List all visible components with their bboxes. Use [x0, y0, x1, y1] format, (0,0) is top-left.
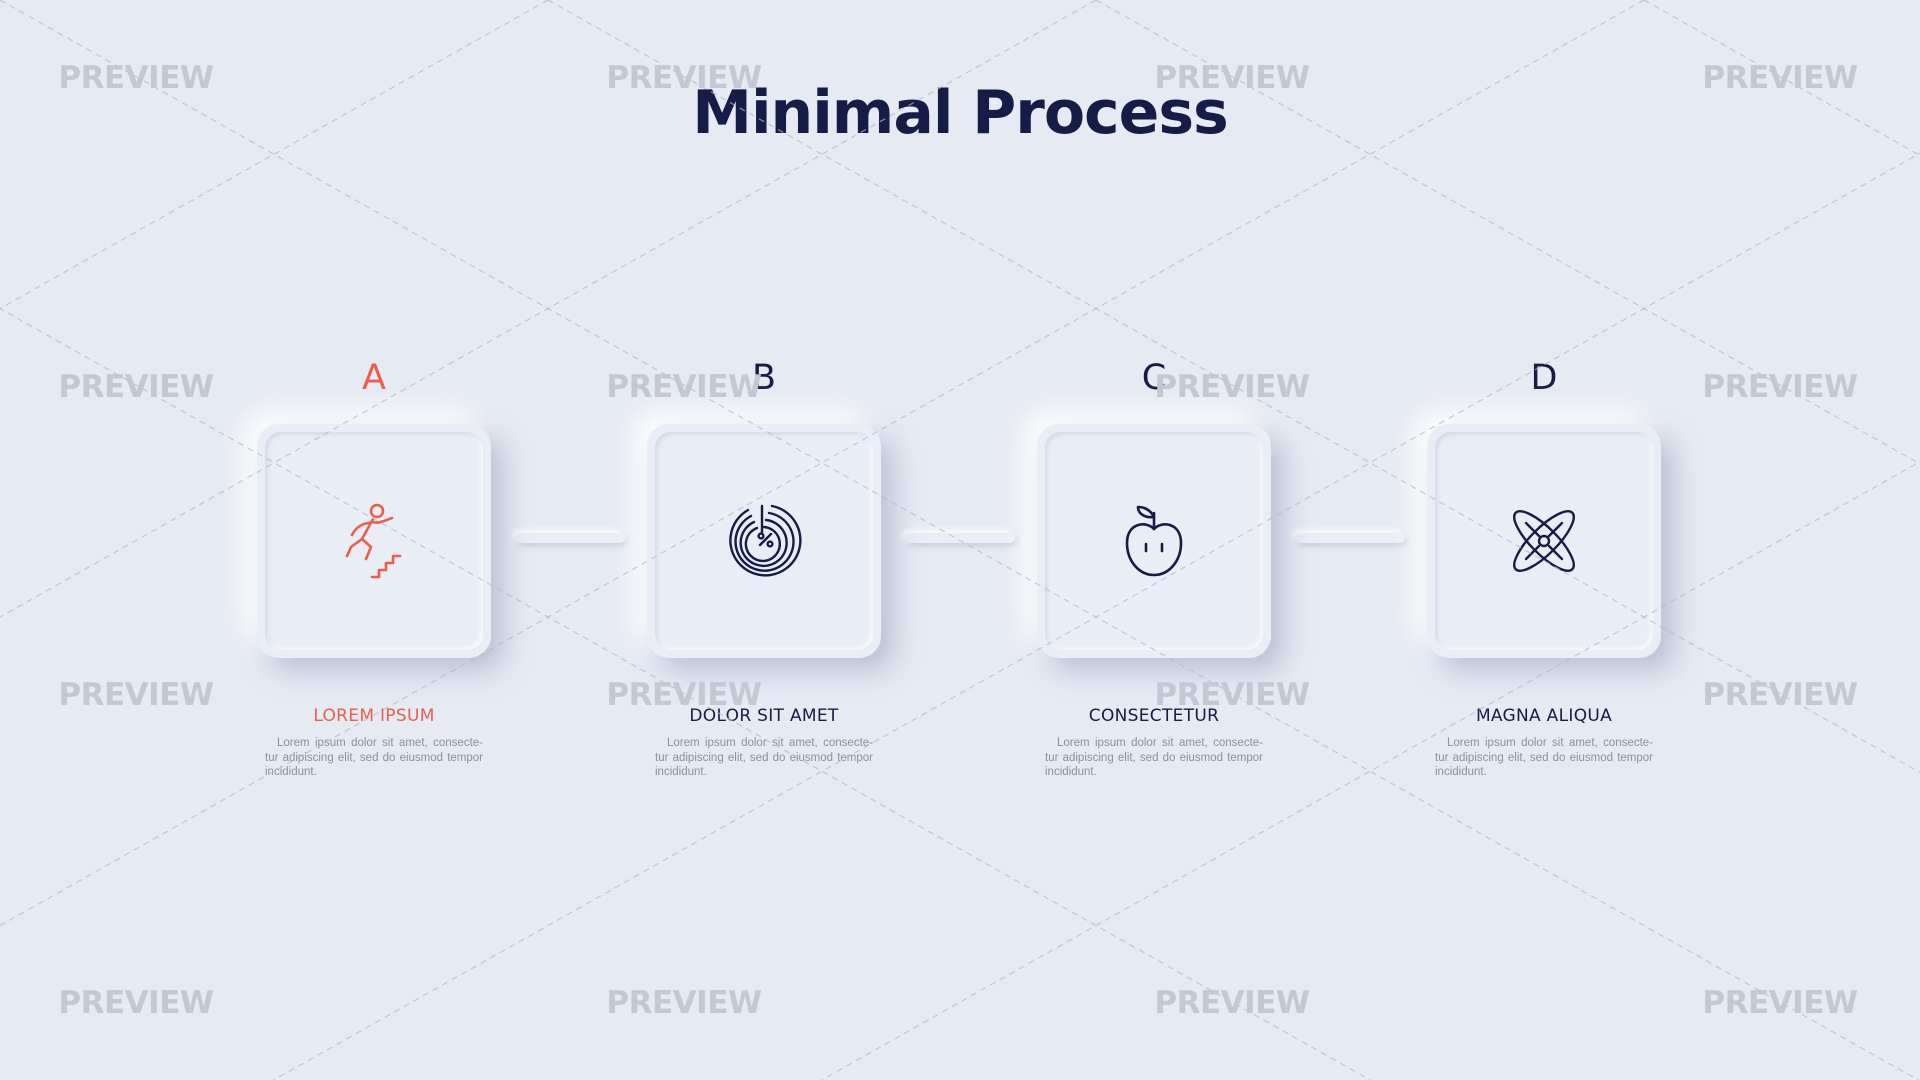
step-label: MAGNA ALIQUA [1475, 706, 1613, 726]
percent-target-icon [729, 504, 802, 577]
watermark-label: PREVIEW [58, 985, 213, 1021]
step-c: C CONSECTETUR Lorem ipsum dolor sit amet… [1004, 355, 1304, 780]
step-description: Lorem ipsum dolor sit amet, consecte-tur… [265, 737, 483, 778]
step-card[interactable] [1037, 424, 1271, 658]
watermark-label: PREVIEW [1702, 677, 1857, 713]
step-letter: D [1530, 358, 1558, 398]
step-description: Lorem ipsum dolor sit amet, consecte-tur… [1045, 737, 1263, 778]
watermark-label: PREVIEW [1702, 369, 1857, 405]
step-description: Lorem ipsum dolor sit amet, consecte-tur… [655, 737, 873, 778]
step-card[interactable] [257, 424, 491, 658]
step-b: B DOLOR SIT AMET Lorem ipsum dolor sit a… [614, 355, 914, 780]
watermark-label: PREVIEW [58, 369, 213, 405]
watermark-label: PREVIEW [1702, 985, 1857, 1021]
connector-b-c [905, 533, 1015, 543]
step-description: Lorem ipsum dolor sit amet, consecte-tur… [1435, 737, 1653, 778]
watermark-label: PREVIEW [58, 677, 213, 713]
step-letter: A [362, 358, 386, 398]
step-label: DOLOR SIT AMET [689, 706, 839, 726]
connector-c-d [1295, 533, 1405, 543]
watermark-label: PREVIEW [1154, 985, 1309, 1021]
atom-icon [1513, 510, 1575, 572]
watermark-label: PREVIEW [606, 985, 761, 1021]
step-letter: C [1141, 358, 1167, 398]
page-title: Minimal Process [692, 78, 1229, 149]
step-d: D MAGNA ALIQUA Lorem ipsum dolor sit ame… [1394, 355, 1694, 780]
person-climbing-stairs-icon [345, 503, 402, 579]
connector-a-b [515, 533, 625, 543]
step-label: CONSECTETUR [1088, 706, 1220, 726]
step-card[interactable] [1427, 424, 1661, 658]
step-label: LOREM IPSUM [313, 706, 435, 726]
step-card[interactable] [647, 424, 881, 658]
step-letter: B [751, 358, 776, 398]
apple-icon [1125, 505, 1183, 577]
step-a: A LOREM IPSUM Lorem ipsum dolor sit amet… [224, 355, 524, 780]
